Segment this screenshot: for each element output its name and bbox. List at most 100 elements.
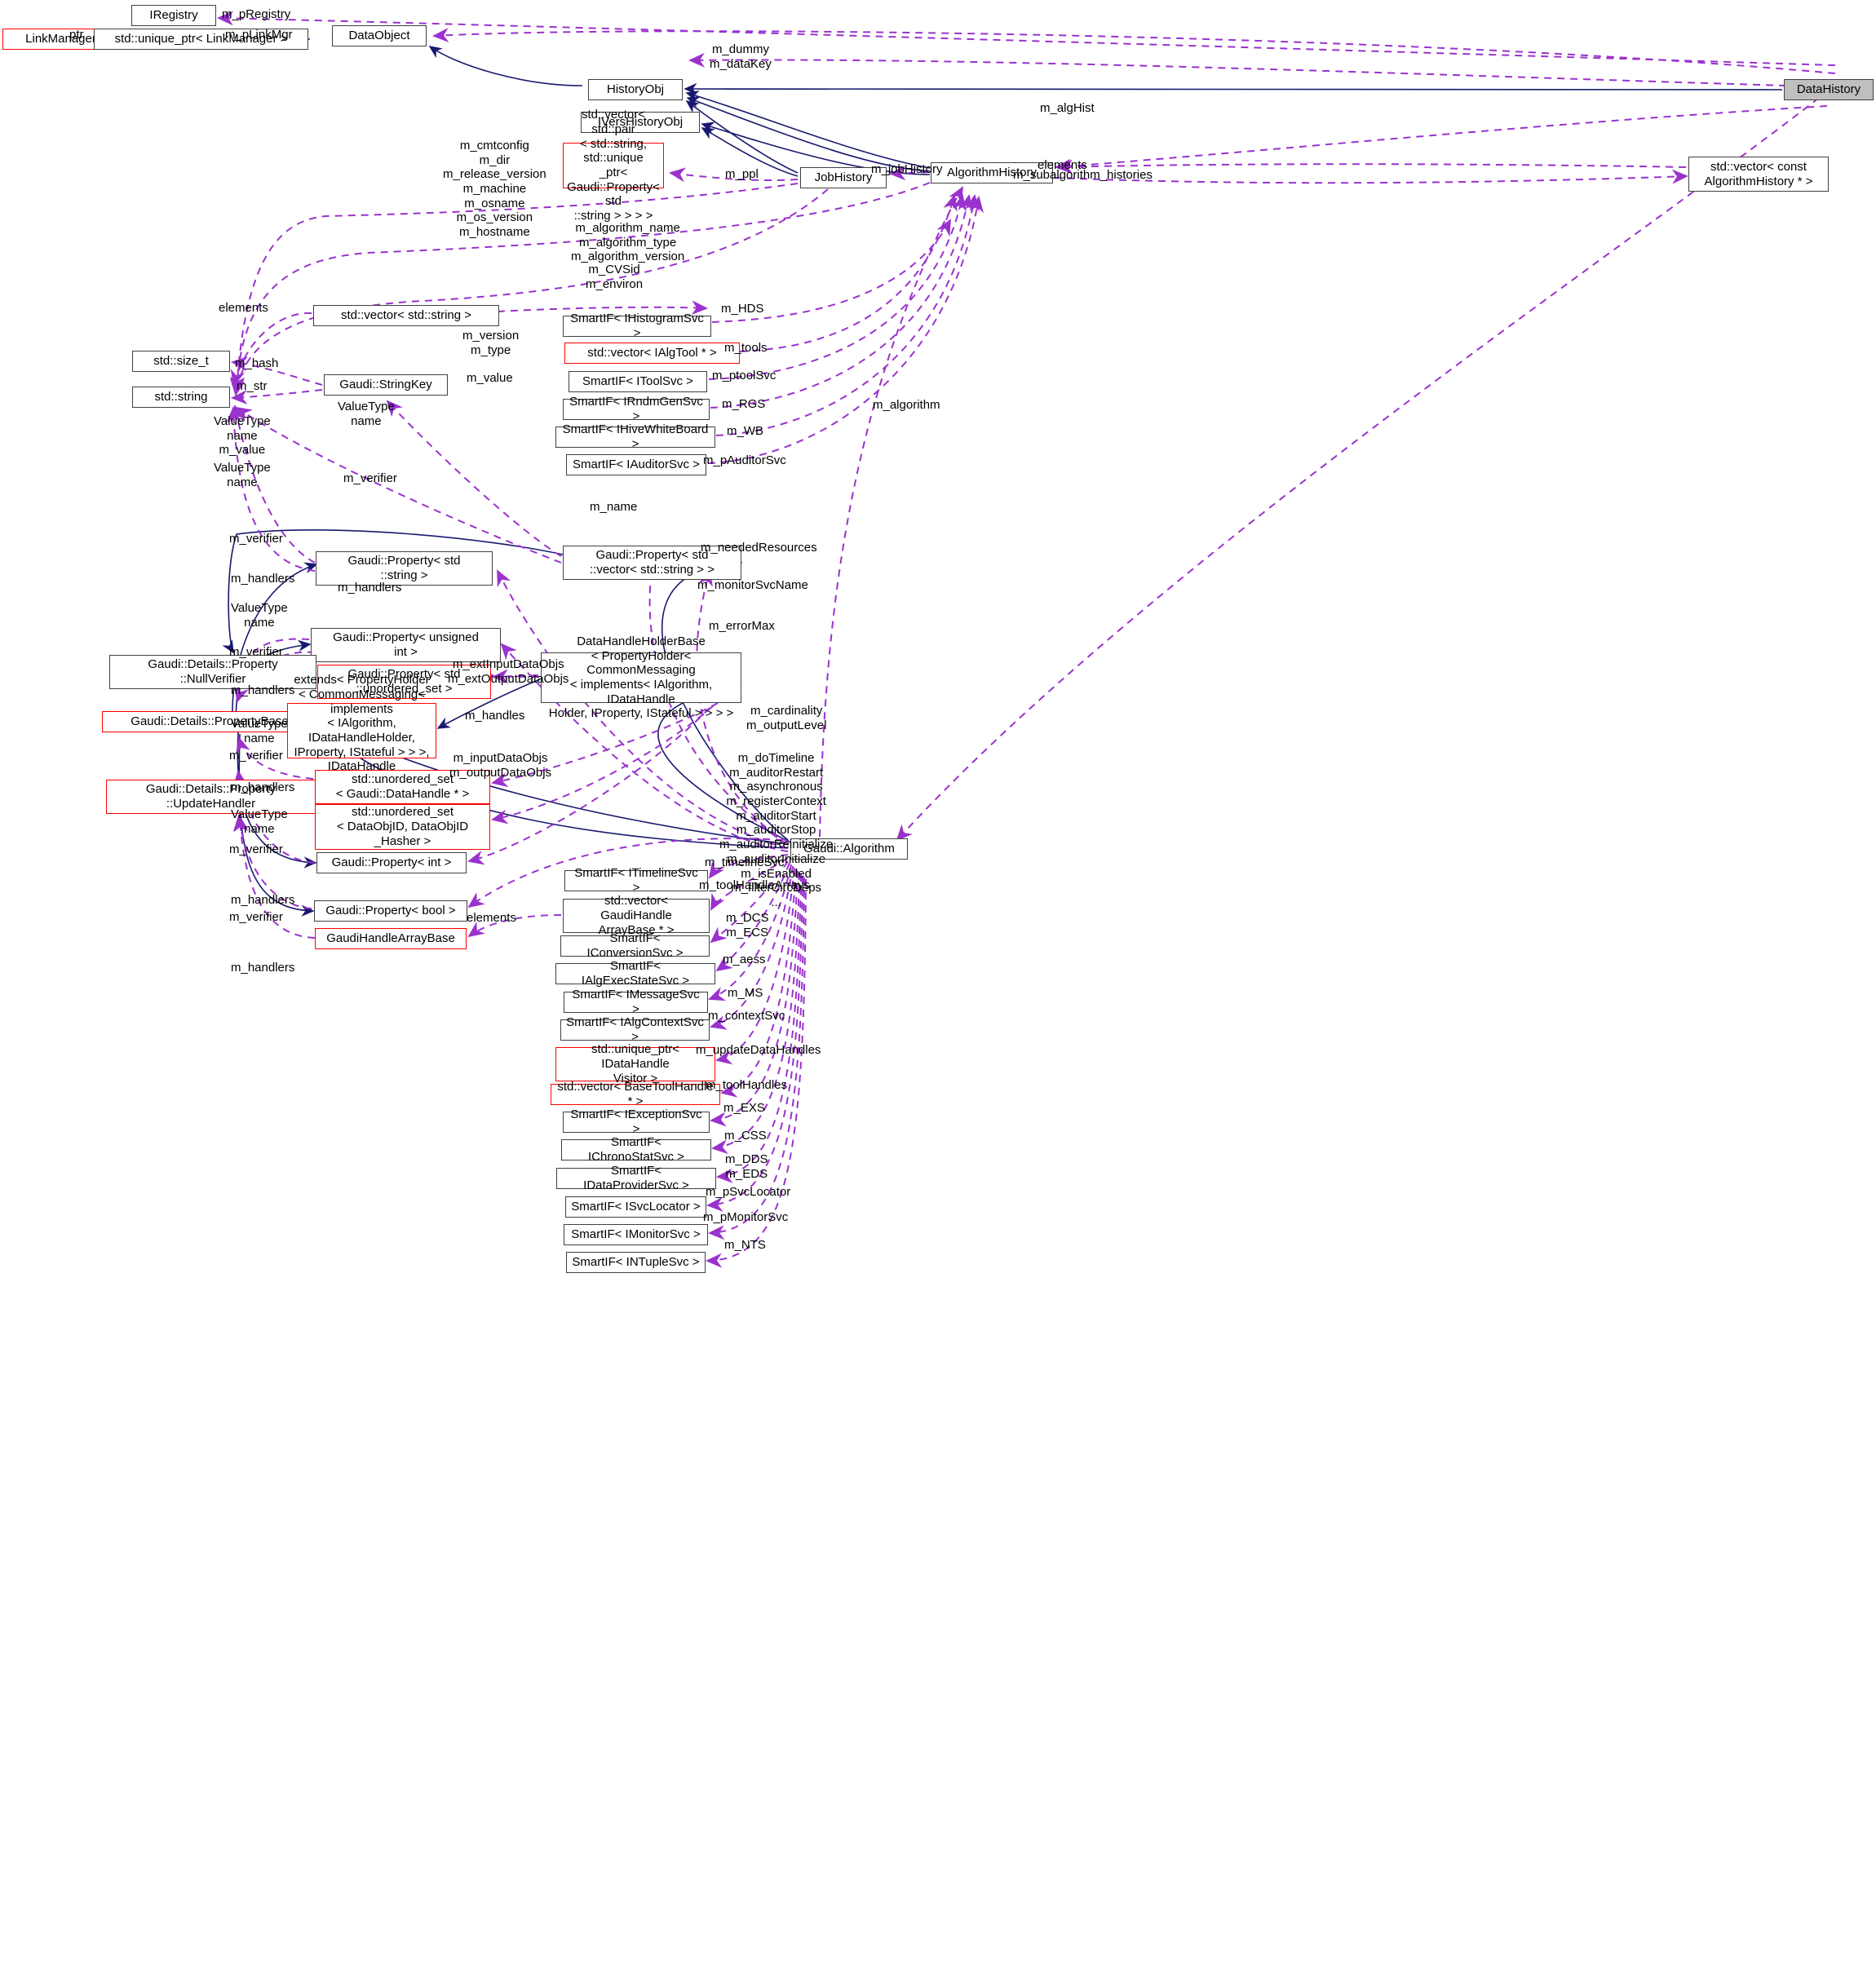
- class-node-datahistory[interactable]: DataHistory: [1784, 79, 1874, 100]
- edge-label-lbl_vt_name_3: ValueType name: [231, 601, 288, 630]
- class-node-vecconstalghist[interactable]: std::vector< const AlgorithmHistory * >: [1688, 157, 1829, 192]
- edge-label-lbl_verifier_2: m_verifier: [229, 532, 283, 546]
- edge-label-lbl_pmonitorsvc: m_pMonitorSvc: [703, 1210, 789, 1224]
- edge-label-lbl_ptoolsvc: m_ptoolSvc: [712, 369, 777, 382]
- edge-label-lbl_version_type: m_version m_type: [462, 329, 520, 357]
- class-node-unordered_dataobjid[interactable]: std::unordered_set < DataObjID, DataObjI…: [315, 804, 490, 850]
- edge-label-lbl_elements_gha: elements: [467, 911, 516, 925]
- class-node-uniqueptr_linkmanager[interactable]: std::unique_ptr< LinkManager >: [94, 29, 308, 50]
- class-node-smartif_intuplesvc[interactable]: SmartIF< INTupleSvc >: [566, 1252, 706, 1273]
- class-node-smartif_ichronostatsvc[interactable]: SmartIF< IChronoStatSvc >: [561, 1135, 711, 1164]
- class-node-smartif_iexceptionsvc[interactable]: SmartIF< IExceptionSvc >: [563, 1107, 710, 1136]
- edge-label-lbl_verifier_5: m_verifier: [229, 842, 283, 856]
- class-node-smartif_imonitorsvc[interactable]: SmartIF< IMonitorSvc >: [564, 1224, 708, 1245]
- edge-label-lbl_handlers_5: m_handlers: [231, 893, 295, 907]
- edge-label-lbl_contextsvc: m_contextSvc: [708, 1009, 785, 1023]
- edge-label-lbl_vt_name_5: ValueType name: [231, 807, 288, 836]
- class-node-iversHistoryobj[interactable]: IVersHistoryObj: [581, 112, 700, 133]
- class-node-smartif_ihistogramsvc[interactable]: SmartIF< IHistogramSvc >: [563, 312, 711, 340]
- edge-label-lbl_tools: m_tools: [724, 341, 768, 355]
- edge-label-lbl_pregistry: m_pRegistry: [222, 7, 291, 21]
- class-node-smartif_ialgcontextsvc[interactable]: SmartIF< IAlgContextSvc >: [560, 1015, 710, 1044]
- class-node-prop_vecstring[interactable]: Gaudi::Property< std ::vector< std::stri…: [563, 546, 741, 580]
- edge-label-lbl_verifier_1: m_verifier: [343, 471, 397, 485]
- edge-label-lbl_inoutdataobjs: m_inputDataObjs m_outputDataObjs: [449, 751, 552, 780]
- class-node-smartif_idataprovidersvc[interactable]: SmartIF< IDataProviderSvc >: [556, 1164, 716, 1192]
- edge-label-lbl_psvclocator: m_pSvcLocator: [706, 1185, 791, 1199]
- class-node-uniqueptr_idatahandlevisitor[interactable]: std::unique_ptr< IDataHandle Visitor >: [555, 1042, 715, 1085]
- class-node-historyobj[interactable]: HistoryObj: [588, 79, 683, 100]
- edge-label-lbl_cardinality: m_cardinality m_outputLevel: [746, 704, 827, 732]
- edge-label-lbl_verifier_4: m_verifier: [229, 749, 283, 763]
- edge-label-lbl_toolhandles: m_toolHandles: [706, 1078, 788, 1092]
- class-node-updatehandler[interactable]: Gaudi::Details::Property ::UpdateHandler: [106, 780, 316, 814]
- class-node-smartif_iauditorsvc[interactable]: SmartIF< IAuditorSvc >: [566, 454, 706, 475]
- edge-label-lbl_vt_name_4: ValueType name: [231, 717, 288, 745]
- class-node-vec_gaudihandlearray[interactable]: std::vector< GaudiHandle ArrayBase * >: [563, 894, 710, 937]
- class-node-smartif_ialgexecstatesvc[interactable]: SmartIF< IAlgExecStateSvc >: [555, 959, 715, 988]
- edge-label-lbl_algorithm: m_algorithm: [873, 398, 940, 412]
- class-node-vec_ialgtool[interactable]: std::vector< IAlgTool * >: [564, 343, 740, 364]
- class-node-smartif_itoolsvc[interactable]: SmartIF< IToolSvc >: [569, 371, 707, 392]
- edge-label-lbl_handlers_4: m_handlers: [231, 780, 295, 794]
- edge-label-lbl_extinout: m_extInputDataObjs m_extOutputDataObjs: [448, 657, 569, 686]
- class-node-vec_basetoolhandle[interactable]: std::vector< BaseToolHandle * >: [551, 1080, 720, 1108]
- edge-label-lbl_rgs: m_RGS: [722, 397, 766, 411]
- class-node-iregistry[interactable]: IRegistry: [131, 5, 216, 26]
- edge-label-lbl_name: m_name: [590, 500, 638, 514]
- edge-label-lbl_toolhandlearrays: m_toolHandleArrays: [699, 878, 810, 892]
- class-node-vecstring[interactable]: std::vector< std::string >: [313, 305, 499, 326]
- edge-label-lbl_errormax: m_errorMax: [709, 619, 775, 633]
- class-node-smartif_ihivewhiteboard[interactable]: SmartIF< IHiveWhiteBoard >: [555, 422, 715, 451]
- edge-label-lbl_ms: m_MS: [728, 986, 763, 1000]
- class-node-prop_string[interactable]: Gaudi::Property< std ::string >: [316, 551, 493, 586]
- edge-label-lbl_handlers_3: m_handlers: [231, 683, 295, 697]
- class-node-extends_ph[interactable]: extends< PropertyHolder < CommonMessagin…: [287, 673, 436, 788]
- edge-label-lbl_handles: m_handles: [465, 709, 525, 723]
- edge-label-lbl_value: m_value: [467, 371, 513, 385]
- class-node-smartif_iconversionsvc[interactable]: SmartIF< IConversionSvc >: [560, 931, 710, 960]
- edge-label-lbl_exs: m_EXS: [723, 1101, 765, 1115]
- edge-label-lbl_hash: m_hash: [235, 356, 279, 370]
- edge-label-lbl_ptr: ptr: [69, 28, 84, 42]
- edge-label-lbl_verifier_3: m_verifier: [229, 645, 283, 659]
- class-node-prop_unordered_set[interactable]: Gaudi::Property< std ::unordered_set >: [317, 665, 491, 699]
- class-node-prop_int[interactable]: Gaudi::Property< int >: [316, 852, 467, 873]
- edge-label-lbl_dds_eds: m_DDS m_EDS: [725, 1152, 768, 1181]
- class-node-algorithmhistory[interactable]: AlgorithmHistory: [931, 162, 1053, 183]
- edge-label-lbl_hds: m_HDS: [721, 302, 764, 316]
- edge-label-lbl_handlers_6: m_handlers: [231, 961, 295, 975]
- class-node-nullverifier[interactable]: Gaudi::Details::Property ::NullVerifier: [109, 655, 316, 689]
- class-node-std_string[interactable]: std::string: [132, 387, 230, 408]
- edge-label-lbl_handlers_1: m_handlers: [231, 572, 295, 586]
- edge-label-lbl_handlers_2: m_handlers: [338, 581, 402, 595]
- edge-label-lbl_vt_name_mvalue: ValueType name m_value: [214, 414, 271, 458]
- class-node-propbase[interactable]: Gaudi::Details::PropertyBase: [102, 711, 317, 732]
- class-node-smartif_imessagesvc[interactable]: SmartIF< IMessageSvc >: [564, 988, 708, 1016]
- class-node-jobhistory[interactable]: JobHistory: [800, 167, 887, 188]
- class-node-sizet[interactable]: std::size_t: [132, 351, 230, 372]
- class-node-smartif_irndmgensvc[interactable]: SmartIF< IRndmGenSvc >: [563, 395, 710, 423]
- class-node-prop_bool[interactable]: Gaudi::Property< bool >: [314, 900, 467, 922]
- edge-label-lbl_cmtconfig_block: m_cmtconfig m_dir m_release_version m_ma…: [443, 139, 546, 240]
- edge-label-lbl_doTimeline_block: m_doTimeline m_auditorRestart m_asynchro…: [719, 751, 834, 909]
- edge-label-lbl_str: m_str: [237, 379, 268, 393]
- class-node-gaudi_algorithm[interactable]: Gaudi::Algorithm: [790, 838, 908, 860]
- edge-label-lbl_wb: m_WB: [727, 424, 763, 438]
- class-node-smartif_isvclocator[interactable]: SmartIF< ISvcLocator >: [565, 1196, 706, 1218]
- class-node-dataobject[interactable]: DataObject: [332, 25, 427, 46]
- class-node-stringkey[interactable]: Gaudi::StringKey: [324, 374, 448, 396]
- class-node-vecpair[interactable]: std::vector< std::pair < std::string, st…: [563, 108, 664, 223]
- edge-label-lbl_pauditorsvc: m_pAuditorSvc: [703, 453, 786, 467]
- class-node-dhhb[interactable]: DataHandleHolderBase < PropertyHolder< C…: [541, 634, 741, 720]
- edge-label-lbl_neededresources: m_neededResources: [701, 541, 817, 555]
- class-node-gaudihandlearraybase[interactable]: GaudiHandleArrayBase: [315, 928, 467, 949]
- edge-label-lbl_vt_name_1: ValueType name: [338, 400, 395, 428]
- edge-label-lbl_cvsid: m_CVSid m_environ: [586, 263, 644, 291]
- edge-label-lbl_algname_block: m_algorithm_name m_algorithm_type m_algo…: [571, 221, 685, 264]
- class-node-unordered_datahandle[interactable]: std::unordered_set < Gaudi::DataHandle *…: [315, 770, 490, 804]
- class-node-prop_uint[interactable]: Gaudi::Property< unsigned int >: [311, 628, 501, 662]
- edge-label-lbl_plinkmgr: m_pLinkMgr: [225, 28, 293, 42]
- class-node-smartif_itimelinesvc[interactable]: SmartIF< ITimelineSvc >: [564, 866, 708, 895]
- edge-label-lbl_nts: m_NTS: [724, 1238, 766, 1252]
